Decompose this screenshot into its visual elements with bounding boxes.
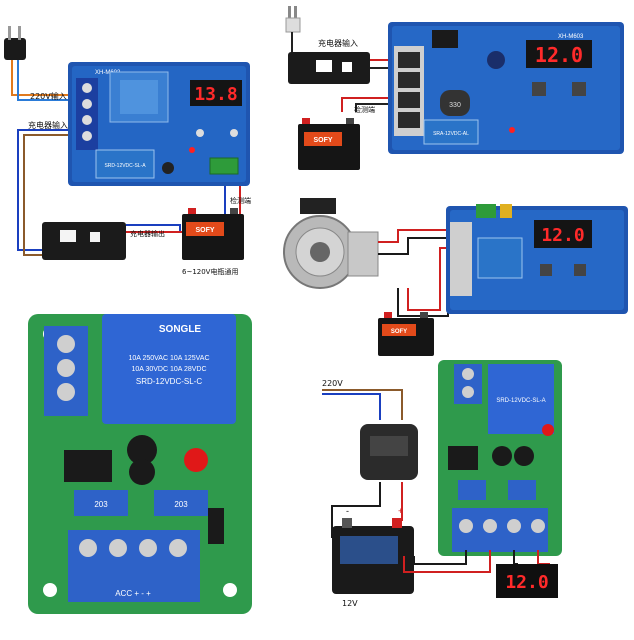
capacitor-icon — [127, 435, 157, 465]
panel-xh-m603-wiring: 充电器输入 检测端 SOFY 330 — [282, 0, 634, 180]
svg-text:+: + — [398, 506, 403, 516]
panel-xh-m602-wiring: 220V输入 充电器输入 XH-M602 13.8 SRD-12VDC-SL-A… — [0, 0, 262, 290]
ic-chip-icon — [64, 450, 112, 482]
svg-text:SOFY: SOFY — [391, 329, 407, 335]
voltage-display: 12.0 — [535, 43, 583, 67]
svg-text:203: 203 — [174, 500, 188, 509]
button-down-icon — [574, 264, 586, 276]
battery-icon: SOFY — [182, 208, 244, 260]
battery-icon: SOFY — [378, 312, 434, 356]
svg-text:SRD-12VDC-SL-C: SRD-12VDC-SL-C — [136, 377, 202, 386]
voltage-display: 12.0 — [541, 225, 584, 246]
button-up-icon — [196, 129, 204, 137]
relay-icon — [488, 364, 554, 434]
charger-adapter-icon — [288, 52, 370, 84]
svg-text:SONGLE: SONGLE — [159, 324, 202, 335]
diode-icon — [208, 508, 224, 544]
inductor-label: 330 — [449, 102, 461, 109]
label-battery-voltage: 12V — [342, 599, 358, 608]
svg-text:SOFY: SOFY — [195, 227, 214, 234]
button-down-icon — [572, 82, 586, 96]
svg-text:SOFY: SOFY — [313, 137, 332, 144]
relay-label: SRA-12VDC-AL — [433, 131, 469, 137]
detect-terminal — [209, 157, 239, 175]
panel-alternator-wiring: SOFY 12.0 — [278, 192, 634, 362]
voltage-display: 12.0 — [505, 572, 548, 593]
terminal-label: ACC + - + — [115, 589, 151, 598]
board-model-label: XH-M602 — [95, 70, 121, 76]
board-model-label: XH-M603 — [558, 34, 584, 40]
relay-module-board: SONGLE 10A 250VAC 10A 125VAC 10A 30VDC 1… — [28, 314, 252, 614]
label-charger-input: 充电器输入 — [318, 38, 358, 48]
svg-text:-: - — [346, 506, 349, 516]
svg-text:10A 30VDC 10A 28VDC: 10A 30VDC 10A 28VDC — [131, 366, 206, 373]
label-detect: 检测端 — [230, 196, 251, 205]
relay-label: SRD-12VDC-SL-A — [496, 398, 545, 404]
label-battery-range: 6~120V电瓶通用 — [182, 267, 238, 276]
potentiometer-2 — [154, 490, 208, 516]
label-charger-input: 充电器输入 — [28, 120, 68, 130]
mains-wires — [11, 60, 241, 256]
voltmeter-display: 12.0 — [496, 564, 558, 598]
battery-icon: SOFY — [298, 118, 360, 170]
relay-icon: SONGLE 10A 250VAC 10A 125VAC 10A 30VDC 1… — [102, 314, 236, 424]
label-detect: 检测端 — [354, 105, 375, 114]
charger-adapter-icon — [360, 424, 418, 480]
xh-m603-board: 330 SRA-12VDC-AL XH-M603 12.0 — [388, 22, 624, 154]
button-up-icon — [540, 264, 552, 276]
panel-relay-module: SONGLE 10A 250VAC 10A 125VAC 10A 30VDC 1… — [20, 300, 260, 620]
svg-text:203: 203 — [94, 500, 108, 509]
relay-module-board: SRD-12VDC-SL-A — [438, 360, 562, 556]
charge-controller-board: 12.0 — [446, 204, 628, 314]
charger-adapter-icon — [42, 222, 126, 260]
power-plug-icon — [4, 26, 26, 60]
panel-circuit-diagram: 220V - + 12V SRD-12VDC-SL-A — [318, 360, 634, 630]
voltage-display: 13.8 — [194, 84, 237, 105]
power-plug-icon — [285, 6, 301, 33]
label-mains: 220V — [322, 379, 343, 388]
label-mains-input: 220V输入 — [30, 91, 67, 101]
label-charger-output: 充电器输出 — [130, 229, 165, 238]
potentiometer-1 — [74, 490, 128, 516]
battery-icon: - + — [332, 506, 414, 594]
led-icon — [184, 448, 208, 472]
alternator-icon — [283, 198, 379, 289]
button-up-icon — [532, 82, 546, 96]
xh-m602-board: XH-M602 13.8 SRD-12VDC-SL-A — [68, 62, 250, 186]
button-down-icon — [230, 129, 238, 137]
relay-label: SRD-12VDC-SL-A — [104, 163, 146, 169]
svg-text:10A 250VAC 10A 125VAC: 10A 250VAC 10A 125VAC — [128, 355, 209, 362]
